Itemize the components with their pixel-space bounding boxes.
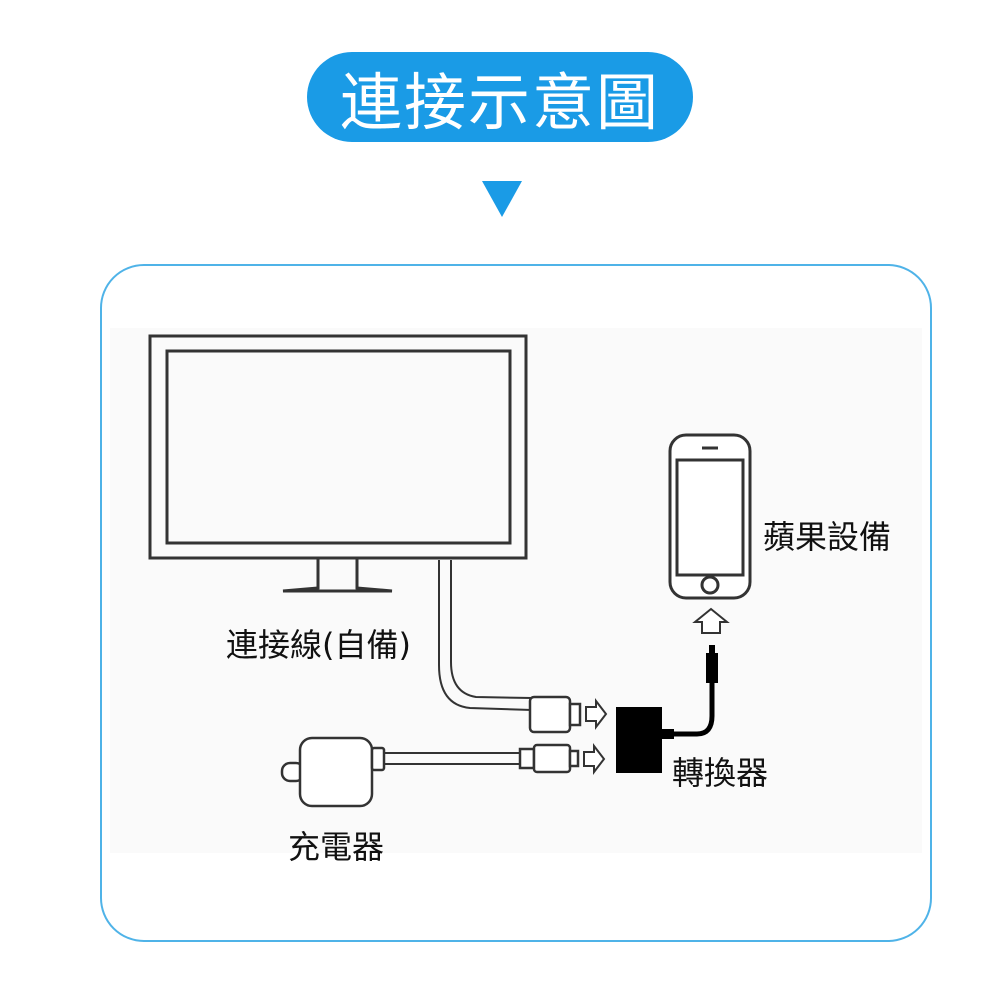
adapter-label: 轉換器: [672, 754, 769, 792]
hdmi-plug-icon: [528, 695, 582, 734]
page-title: 連接示意圖: [339, 66, 660, 139]
cable-label: 連接線(自備): [226, 626, 411, 664]
charger-icon: [280, 736, 386, 808]
lightning-tip: [709, 645, 715, 655]
usb-plug-icon: [518, 743, 580, 774]
arrow-right-icon: [583, 743, 606, 775]
tv-icon: [148, 334, 528, 593]
iphone-icon: [668, 433, 752, 600]
arrow-right-icon: [585, 698, 608, 730]
diagram-panel: [110, 328, 922, 853]
charger-label: 充電器: [288, 828, 385, 866]
down-arrow-icon: [482, 181, 522, 217]
usb-cable: [384, 752, 520, 765]
apple-device-label: 蘋果設備: [763, 518, 892, 556]
title-banner: 連接示意圖: [307, 52, 693, 142]
diagram-frame: [100, 264, 932, 942]
lightning-cable: [674, 682, 715, 737]
adapter-port: [662, 729, 674, 739]
lightning-plug-icon: [706, 653, 718, 683]
arrow-up-icon: [692, 607, 730, 634]
adapter-icon: [616, 707, 662, 773]
hdmi-cable: [438, 560, 533, 711]
